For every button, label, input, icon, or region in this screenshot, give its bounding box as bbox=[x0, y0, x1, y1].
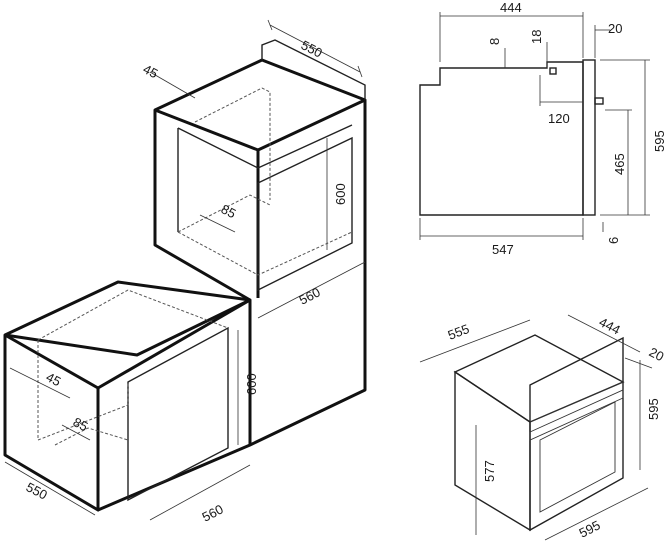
dim-line-upper-inner bbox=[199, 214, 236, 233]
oven-side-view bbox=[419, 59, 604, 216]
upper-cabinet-top bbox=[153, 58, 367, 152]
oven-iso-handle bbox=[529, 389, 624, 441]
label-side-547: 547 bbox=[492, 242, 514, 257]
label-side-595: 595 bbox=[652, 130, 667, 152]
label-upper-width: 560 bbox=[297, 284, 323, 307]
dim-line-lower-depth bbox=[4, 461, 96, 516]
lower-niche-opening bbox=[127, 326, 229, 502]
label-side-18: 18 bbox=[529, 30, 544, 44]
lower-cabinet-top-edge bbox=[97, 298, 251, 390]
dim-line-lower-inner bbox=[61, 424, 91, 441]
label-side-120: 120 bbox=[548, 111, 570, 126]
label-lower-height: 600 bbox=[244, 373, 259, 395]
label-upper-gap: 45 bbox=[141, 61, 161, 81]
label-iso-595-height: 595 bbox=[646, 398, 661, 420]
dim-line-iso-555 bbox=[419, 319, 531, 363]
dim-line-upper-depth bbox=[269, 24, 361, 73]
upper-cabinet-notch bbox=[261, 39, 366, 100]
oven-iso-dimensions: 555 444 20 595 577 595 bbox=[419, 314, 667, 541]
oven-side-dimensions: 444 20 8 18 120 595 465 547 6 bbox=[419, 0, 667, 257]
label-side-444: 444 bbox=[500, 0, 522, 15]
upper-niche-back-top bbox=[177, 124, 353, 169]
oven-side-knob bbox=[594, 97, 604, 105]
lower-cabinet-bottom-edge bbox=[97, 443, 251, 512]
dim-line-lower-width bbox=[149, 464, 251, 521]
label-iso-20: 20 bbox=[647, 344, 667, 364]
lower-cabinet-front-edge bbox=[4, 333, 99, 390]
label-iso-577: 577 bbox=[482, 460, 497, 482]
label-side-6: 6 bbox=[606, 237, 621, 244]
label-iso-444: 444 bbox=[597, 314, 623, 337]
oven-side-notch bbox=[549, 67, 557, 75]
label-side-8: 8 bbox=[487, 38, 502, 45]
upper-cabinet bbox=[153, 39, 367, 447]
upper-hidden-floor bbox=[177, 194, 271, 233]
upper-hidden-lines bbox=[194, 87, 271, 200]
upper-cabinet-left bbox=[153, 110, 251, 302]
oven-iso-front bbox=[529, 336, 624, 532]
label-lower-inner: 85 bbox=[71, 414, 91, 434]
oven-iso-side bbox=[454, 370, 531, 532]
dim-line-upper-width bbox=[257, 261, 366, 319]
lower-hidden-floor bbox=[54, 427, 129, 446]
oven-side-body bbox=[419, 61, 584, 216]
label-lower-depth: 550 bbox=[24, 479, 50, 502]
label-iso-595-width: 595 bbox=[577, 517, 603, 540]
label-lower-gap: 45 bbox=[44, 369, 64, 389]
upper-niche-floor bbox=[177, 231, 353, 276]
label-upper-depth: 550 bbox=[299, 37, 325, 60]
lower-niche-back-top bbox=[37, 289, 229, 341]
dim-line-lower-gap bbox=[9, 367, 71, 399]
oven-iso-door-window bbox=[539, 401, 616, 513]
label-upper-inner: 85 bbox=[219, 201, 239, 221]
dim-line-iso-444 bbox=[567, 314, 641, 353]
lower-cabinet-top bbox=[3, 280, 252, 357]
oven-side-front-panel bbox=[582, 59, 596, 216]
oven-iso-control-edge bbox=[529, 381, 624, 423]
label-iso-555: 555 bbox=[446, 321, 472, 343]
label-side-465: 465 bbox=[612, 153, 627, 175]
dim-line-upper-gap bbox=[149, 71, 196, 99]
label-lower-width: 560 bbox=[200, 501, 226, 524]
lower-cabinet-left bbox=[3, 335, 100, 512]
oven-iso-view bbox=[453, 334, 625, 532]
label-side-20: 20 bbox=[608, 21, 622, 36]
label-upper-height: 600 bbox=[333, 183, 348, 205]
lower-cabinet bbox=[3, 280, 252, 512]
upper-niche-opening bbox=[257, 136, 353, 292]
upper-cabinet-right bbox=[248, 100, 367, 447]
dim-line-iso-595-width bbox=[544, 487, 649, 541]
